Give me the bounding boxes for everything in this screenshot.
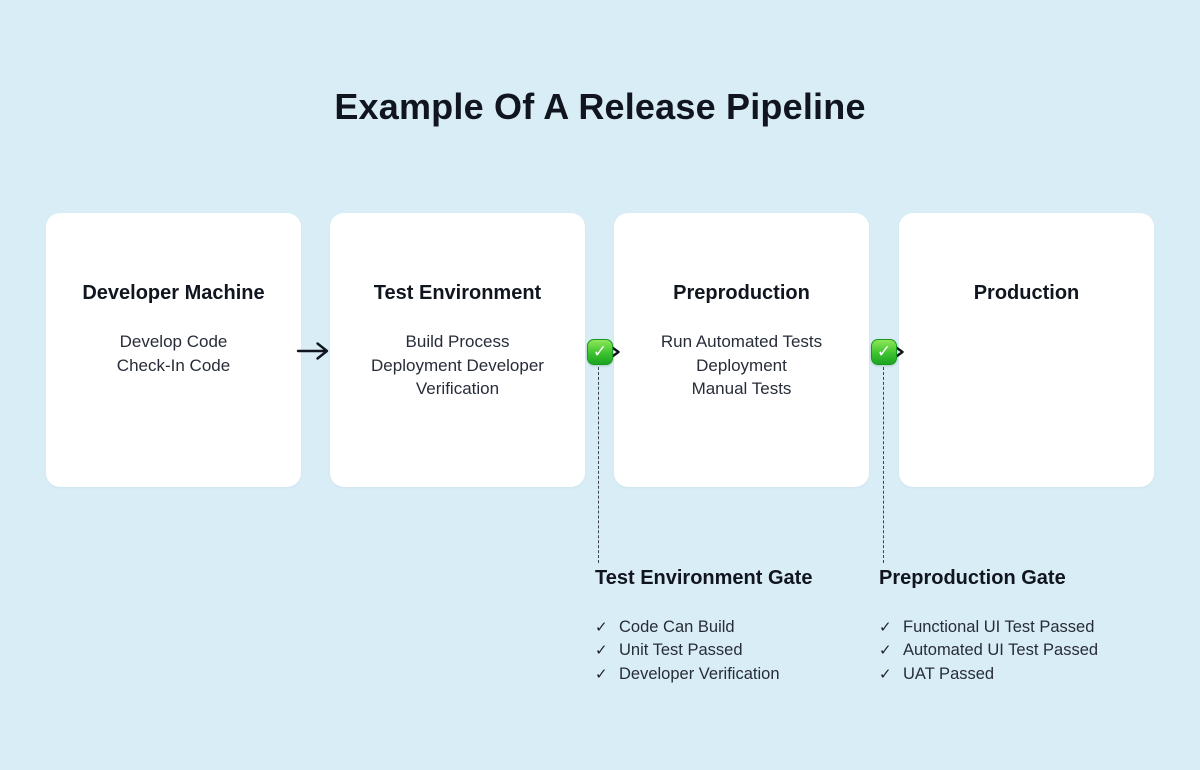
stage-task: Deployment Developer (371, 355, 544, 375)
stage-card-developer-machine: Developer Machine Develop Code Check-In … (46, 213, 301, 487)
stage-title: Production (973, 282, 1080, 304)
gate-criterion: ✓ Code Can Build (595, 616, 895, 639)
checkmark-icon: ✓ (595, 665, 608, 683)
gate-criterion-label: UAT Passed (903, 664, 995, 683)
stage-task: Deployment (696, 355, 787, 375)
stage-task: Run Automated Tests (660, 332, 823, 351)
stage-title: Preproduction (673, 282, 810, 304)
checkmark-icon: ✓ (879, 642, 892, 660)
gate-criterion: ✓ Developer Verification (595, 663, 895, 686)
gate-connector-line (598, 367, 599, 563)
gate-criteria-list: ✓ Functional UI Test Passed ✓ Automated … (879, 616, 1179, 686)
gate-criterion: ✓ Unit Test Passed (595, 639, 895, 662)
gate-criterion-label: Unit Test Passed (619, 641, 743, 660)
checkmark-icon: ✓ (595, 619, 608, 636)
gate-passed-check-badge-icon: ✓ (587, 339, 613, 365)
stage-task-list: Develop Code Check-In Code (60, 330, 287, 377)
gate-test-environment: Test Environment Gate ✓ Code Can Build ✓… (595, 565, 895, 686)
stage-card-preproduction: Preproduction Run Automated Tests Deploy… (614, 213, 869, 487)
stage-card-test-environment: Test Environment Build Process Deploymen… (330, 213, 585, 487)
gate-criteria-list: ✓ Code Can Build ✓ Unit Test Passed ✓ De… (595, 616, 895, 686)
gate-criterion-label: Code Can Build (619, 618, 735, 636)
gate-title: Preproduction Gate (879, 567, 1066, 589)
stage-title: Test Environment (373, 282, 542, 304)
gate-criterion-label: Automated UI Test Passed (903, 641, 1099, 660)
stage-task-list: Run Automated Tests Deployment Manual Te… (628, 330, 855, 401)
stage-task-list: Build Process Deployment Developer Verif… (344, 330, 571, 401)
gate-preproduction: Preproduction Gate ✓ Functional UI Test … (879, 565, 1179, 686)
stage-task: Check-In Code (116, 355, 231, 375)
checkmark-icon: ✓ (879, 665, 892, 683)
stage-task: Manual Tests (691, 379, 792, 398)
gate-criterion-label: Developer Verification (619, 664, 780, 683)
stage-task: Verification (415, 379, 500, 398)
checkmark-icon: ✓ (595, 642, 608, 660)
checkmark-icon: ✓ (879, 619, 892, 636)
gate-criterion-label: Functional UI Test Passed (903, 618, 1095, 636)
stage-task: Develop Code (119, 332, 228, 351)
gate-passed-check-badge-icon: ✓ (871, 339, 897, 365)
check-icon: ✓ (876, 341, 892, 361)
stage-task: Build Process (405, 332, 510, 351)
stage-title: Developer Machine (82, 282, 265, 304)
gate-criterion: ✓ Automated UI Test Passed (879, 639, 1179, 662)
gate-criterion: ✓ UAT Passed (879, 663, 1179, 686)
stage-card-production: Production (899, 213, 1154, 487)
gate-title: Test Environment Gate (595, 567, 813, 589)
flow-arrow-icon (296, 342, 329, 360)
diagram-title: Example Of A Release Pipeline (334, 86, 866, 127)
gate-connector-line (883, 367, 884, 563)
check-icon: ✓ (592, 341, 608, 361)
gate-criterion: ✓ Functional UI Test Passed (879, 616, 1179, 639)
